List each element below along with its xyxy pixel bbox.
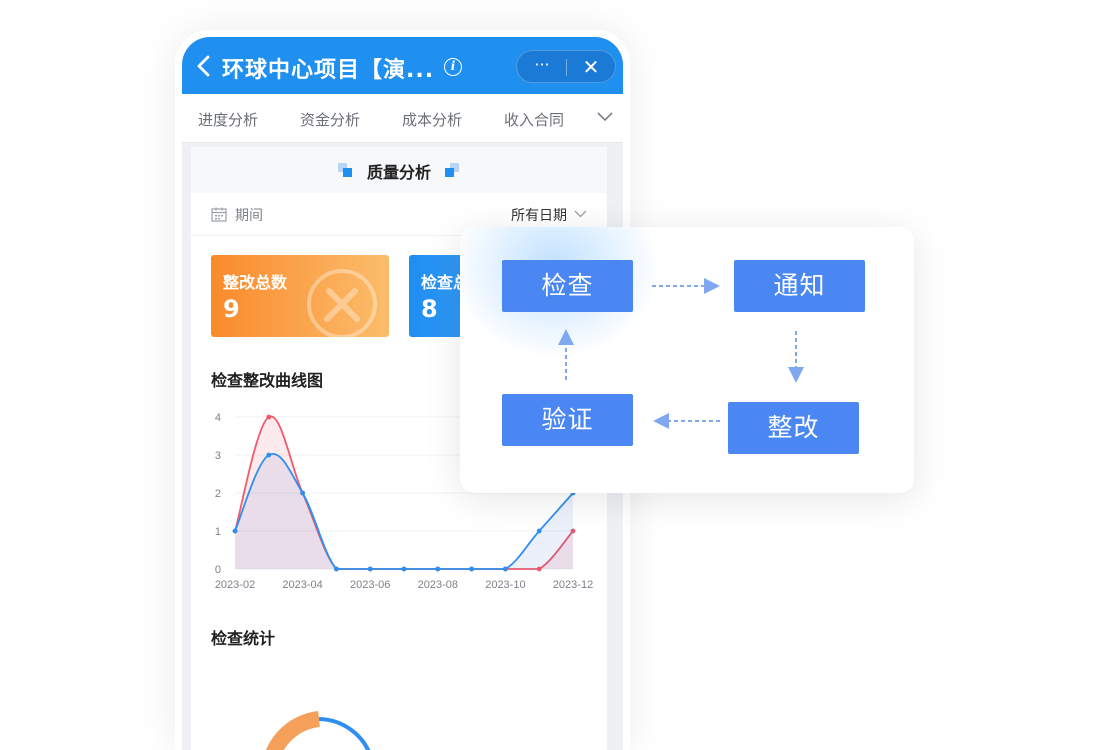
period-filter[interactable]: 期间 所有日期 [191, 193, 607, 236]
flow-arrows [558, 278, 804, 429]
x-tick-label: 2023-04 [282, 579, 322, 591]
back-arrow-icon[interactable] [194, 55, 214, 77]
close-icon[interactable]: ✕ [582, 55, 600, 79]
x-tick-label: 2023-08 [418, 579, 458, 591]
data-point [266, 414, 272, 420]
step-verify: 验证 [502, 394, 633, 446]
tab-bar: 进度分析 资金分析 成本分析 收入合同 [182, 94, 623, 143]
capsule-divider [566, 59, 567, 76]
y-tick-label: 4 [215, 412, 221, 424]
data-point [367, 566, 373, 572]
inspection-rectify-line-chart: 0 1 2 3 4 2023-02 2023-04 2023-06 2023-08 2023-10… [215, 412, 593, 591]
tab-revenue-contract[interactable]: 收入合同 [504, 111, 565, 129]
stat-label: 整改总数 [223, 273, 288, 292]
period-value[interactable]: 所有日期 [511, 208, 567, 224]
y-tick-label: 0 [215, 564, 221, 576]
x-tick-label: 2023-10 [485, 579, 525, 591]
inspection-flow-panel: 检查 通知 整改 验证 [460, 227, 914, 493]
y-tick-label: 3 [215, 450, 221, 462]
tab-funds-analysis[interactable]: 资金分析 [300, 111, 361, 129]
chevron-down-icon[interactable] [574, 210, 587, 218]
series-area [235, 453, 573, 569]
x-tick-label: 2023-12 [553, 579, 593, 591]
data-point [232, 528, 238, 534]
inspection-stats-title: 检查统计 [211, 629, 276, 648]
data-point [435, 566, 441, 572]
data-point [300, 490, 305, 496]
data-point [469, 566, 474, 572]
data-point [536, 528, 542, 534]
stat-label: 检查总 [421, 273, 470, 292]
y-tick-label: 1 [215, 526, 221, 538]
decoration-squares-icon [445, 163, 459, 177]
donut-chart [265, 711, 371, 750]
y-tick-label: 2 [215, 488, 221, 500]
chart-title: 检查整改曲线图 [211, 371, 324, 390]
section-title: 质量分析 [366, 163, 431, 182]
data-point [536, 566, 542, 572]
step-notify: 通知 [734, 260, 865, 312]
tools-icon [307, 269, 377, 337]
series-line [234, 452, 574, 570]
page-title: 环球中心项目【演... [222, 58, 435, 83]
step-inspect: 检查 [502, 260, 633, 312]
mini-program-capsule: ··· ✕ [516, 50, 616, 83]
stat-value: 9 [223, 295, 240, 323]
chevron-down-icon[interactable] [597, 110, 613, 122]
calendar-icon [211, 207, 227, 222]
app-header: 环球中心项目【演... i ··· ✕ [182, 37, 623, 94]
tab-progress-analysis[interactable]: 进度分析 [198, 111, 259, 129]
data-point [401, 566, 407, 572]
tab-cost-analysis[interactable]: 成本分析 [402, 111, 463, 129]
x-tick-label: 2023-06 [350, 579, 390, 591]
x-tick-label: 2023-02 [215, 579, 255, 591]
period-label: 期间 [235, 208, 263, 224]
step-rectify: 整改 [728, 402, 859, 454]
data-point [266, 452, 272, 458]
data-point [570, 528, 576, 534]
decoration-squares-icon [338, 163, 352, 177]
data-point [334, 566, 339, 572]
section-header: 质量分析 [191, 147, 607, 193]
data-point [503, 566, 508, 572]
stat-value: 8 [421, 295, 438, 323]
series-area [235, 416, 573, 569]
more-icon[interactable]: ··· [534, 55, 550, 74]
info-icon[interactable]: i [444, 58, 462, 76]
rectify-total-card[interactable]: 整改总数 9 [211, 255, 389, 337]
